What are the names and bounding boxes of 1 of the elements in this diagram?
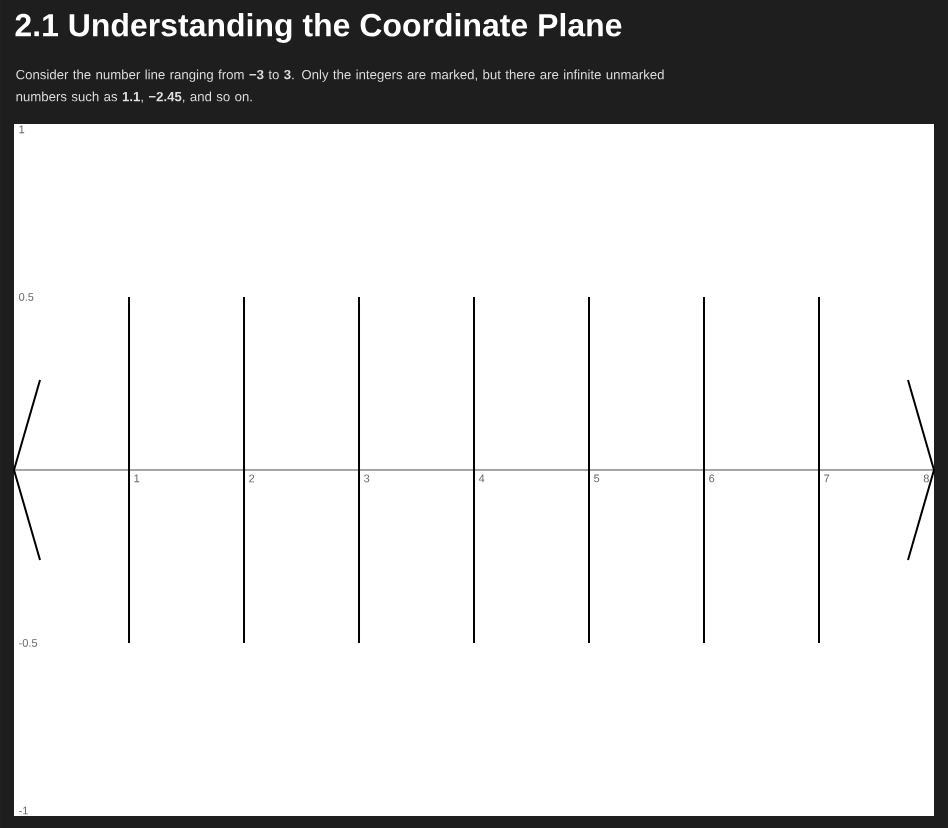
heading: 2.1 Understanding the Coordinate Plane <box>15 13 622 43</box>
